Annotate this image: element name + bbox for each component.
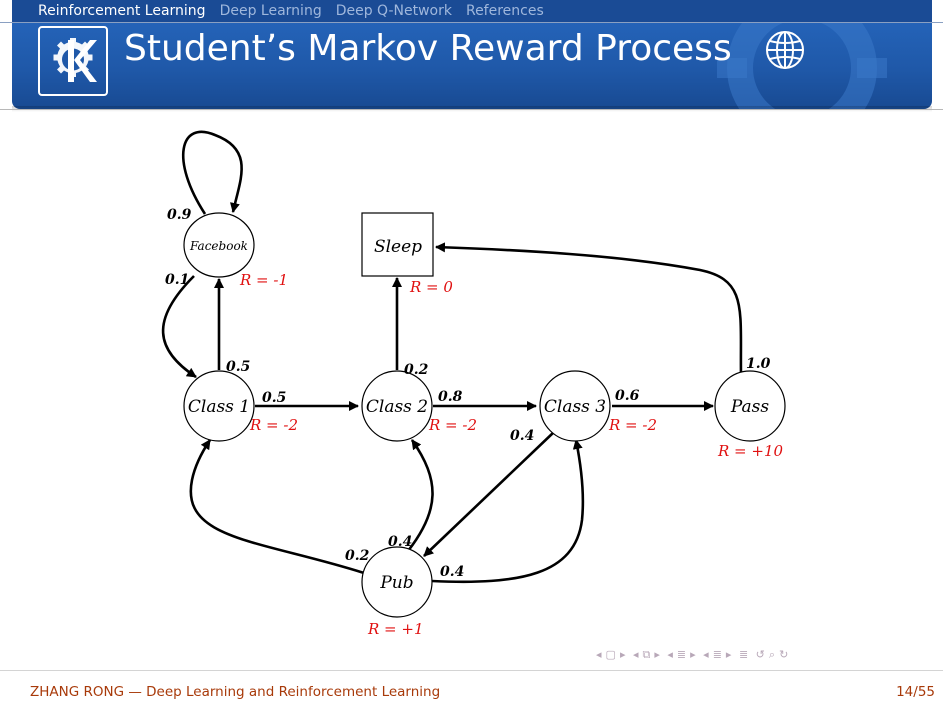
prob-pub-class2: 0.4	[388, 534, 412, 550]
prob-facebook-class1: 0.1	[165, 272, 189, 288]
prob-class2-sleep: 0.2	[404, 362, 429, 378]
prob-pub-class3: 0.4	[440, 564, 464, 580]
slide-footer: ZHANG RONG — Deep Learning and Reinforce…	[0, 671, 943, 709]
state-class3	[539, 370, 611, 442]
label-class2: Class 2	[366, 397, 428, 417]
nav-prev-subsection-icon[interactable]: ◂	[632, 648, 639, 661]
state-sleep	[361, 212, 434, 277]
forward-icon[interactable]: ↻	[779, 648, 789, 661]
edge-facebook-class1	[161, 275, 197, 379]
kde-logo-icon	[38, 26, 108, 96]
state-pass	[714, 370, 786, 442]
label-pass: Pass	[730, 397, 770, 417]
reward-pub: R = +1	[367, 620, 424, 638]
back-icon[interactable]: ↺	[755, 648, 765, 661]
nav-divider	[0, 22, 943, 23]
edge-pub-class2	[406, 439, 434, 552]
globe-icon	[766, 31, 804, 69]
reward-class3: R = -2	[608, 416, 657, 434]
edge-pub-class1	[189, 439, 365, 575]
part-icon[interactable]: ≣	[712, 648, 722, 661]
state-class2	[361, 370, 433, 442]
subsection-icon[interactable]: ⧉	[642, 648, 651, 661]
prob-class3-pub: 0.4	[510, 428, 534, 444]
edge-facebook-facebook	[181, 130, 243, 215]
nav-reinforcement-learning[interactable]: Reinforcement Learning	[38, 3, 206, 19]
label-sleep: Sleep	[374, 237, 422, 257]
nav-next-part-icon[interactable]: ▸	[725, 648, 732, 661]
label-facebook: Facebook	[189, 239, 248, 253]
nav-next-frame-icon[interactable]: ▸	[619, 648, 626, 661]
slide-title: Student’s Markov Reward Process	[124, 28, 732, 69]
label-class3: Class 3	[544, 397, 606, 417]
nav-references[interactable]: References	[465, 3, 544, 19]
label-class1: Class 1	[188, 397, 250, 417]
state-pub	[361, 546, 433, 618]
prob-pub-class1: 0.2	[345, 548, 370, 564]
label-pub: Pub	[379, 573, 413, 593]
prob-class3-pass: 0.6	[615, 388, 640, 404]
gear-watermark-icon	[717, 23, 887, 109]
footer-divider	[0, 670, 943, 671]
nav-prev-part-icon[interactable]: ◂	[703, 648, 709, 661]
nav-prev-section-icon[interactable]: ◂	[667, 648, 673, 661]
nav-next-section-icon[interactable]: ▸	[690, 648, 696, 661]
section-navigation: Reinforcement Learning Deep Learning Dee…	[12, 0, 932, 22]
title-banner: Student’s Markov Reward Process	[12, 23, 932, 109]
diagram-background	[140, 122, 805, 642]
nav-deep-learning[interactable]: Deep Learning	[219, 3, 322, 19]
reward-sleep: R = 0	[409, 278, 453, 296]
reward-class2: R = -2	[428, 416, 477, 434]
state-class1	[183, 370, 255, 442]
edge-pub-class3	[431, 439, 585, 584]
document-icon[interactable]: ≣	[738, 648, 749, 661]
edge-pass-sleep	[435, 242, 743, 377]
beamer-navigation-controls: ◂▢▸ ◂⧉▸ ◂≣▸ ◂≣▸ ≣ ↺⌕↻	[594, 648, 790, 662]
nav-deep-q-network[interactable]: Deep Q-Network	[335, 3, 452, 19]
reward-class1: R = -2	[249, 416, 298, 434]
prob-class1-facebook: 0.5	[226, 359, 250, 375]
state-facebook	[183, 212, 255, 278]
footer-author-title: ZHANG RONG — Deep Learning and Reinforce…	[30, 684, 441, 700]
reward-facebook: R = -1	[239, 271, 288, 289]
section-icon[interactable]: ≣	[676, 648, 687, 661]
nav-prev-frame-icon[interactable]: ◂	[596, 648, 602, 661]
prob-class1-class2: 0.5	[262, 390, 286, 406]
edge-class3-pub	[423, 431, 555, 557]
reward-pass: R = +10	[717, 442, 784, 460]
frame-icon[interactable]: ▢	[605, 648, 616, 661]
page-number: 14/55	[896, 684, 935, 700]
prob-class2-class3: 0.8	[438, 389, 463, 405]
prob-facebook-facebook: 0.9	[167, 207, 192, 223]
search-icon[interactable]: ⌕	[768, 648, 776, 661]
nav-next-subsection-icon[interactable]: ▸	[654, 648, 660, 661]
header-underline	[0, 109, 943, 110]
prob-pass-sleep: 1.0	[746, 356, 771, 372]
